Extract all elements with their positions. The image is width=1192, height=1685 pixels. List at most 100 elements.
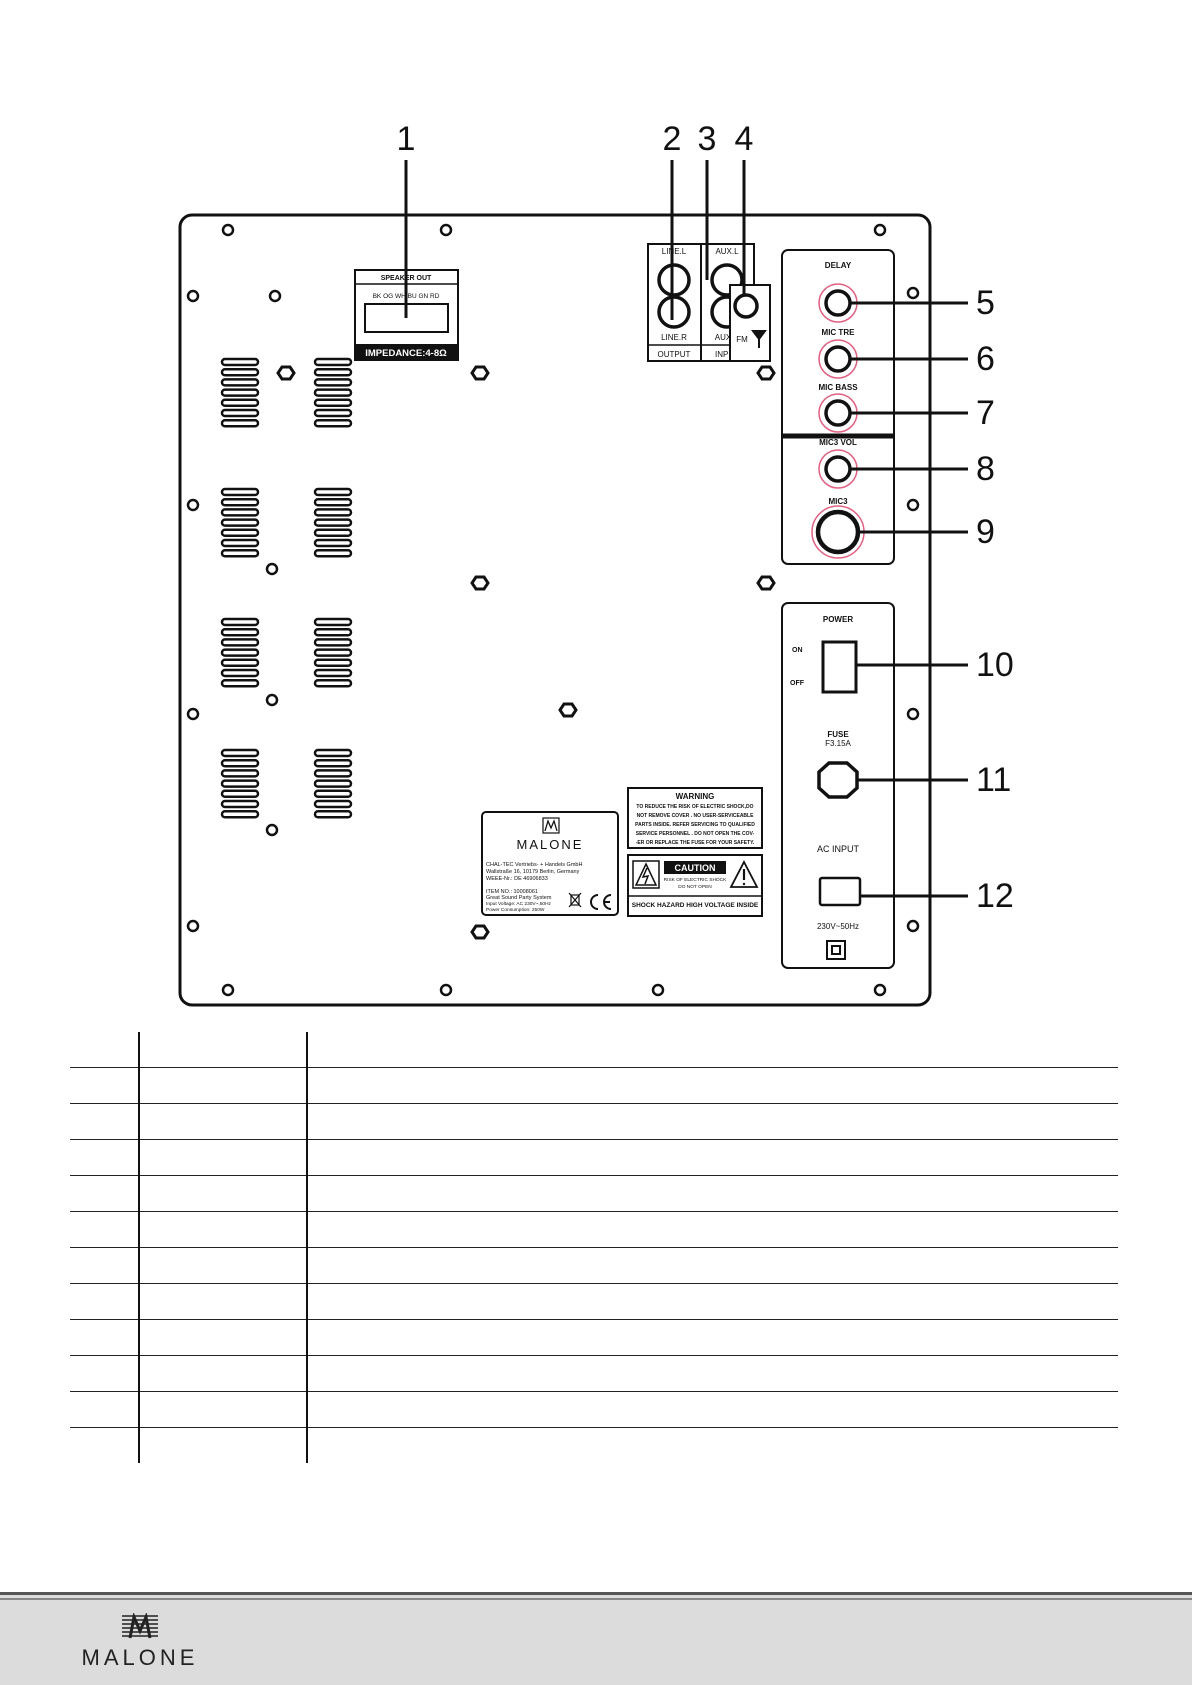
table-row bbox=[70, 1319, 1118, 1356]
caution-sub-2: DO NOT OPEN bbox=[678, 884, 712, 890]
table-cell bbox=[70, 1247, 139, 1284]
plate-brand: MALONE bbox=[517, 837, 584, 852]
callout-1: 1 bbox=[397, 120, 416, 158]
mic-control-panel: DELAY MIC TRE MIC BASS MIC3 VOL MIC3 bbox=[781, 249, 895, 565]
vent-slot bbox=[313, 408, 353, 418]
table-cell bbox=[70, 1175, 139, 1212]
line-l-label: LINE.L bbox=[662, 247, 687, 256]
power-off-label: OFF bbox=[790, 680, 805, 687]
vent-slot bbox=[313, 528, 353, 538]
vent-slot bbox=[313, 508, 353, 517]
table-cell bbox=[138, 1211, 307, 1248]
table-cell bbox=[306, 1211, 1118, 1248]
rating-label-plate: MALONE CHAL-TEC Vertriebs- + Handels Gmb… bbox=[481, 811, 619, 916]
fuse-rating-label: F3.15A bbox=[825, 739, 851, 748]
vent-slot bbox=[220, 789, 260, 799]
vent-slot bbox=[220, 617, 260, 627]
table-cell bbox=[138, 1319, 307, 1356]
vent-slot bbox=[313, 388, 353, 397]
vent-slot bbox=[220, 398, 260, 408]
hex-bolt-icon bbox=[756, 365, 776, 381]
table-cell bbox=[306, 1391, 1118, 1428]
vent-slot bbox=[313, 497, 353, 507]
vent-slot bbox=[313, 799, 353, 809]
warning-line-1: TO REDUCE THE RISK OF ELECTRIC SHOCK,DO bbox=[636, 804, 753, 810]
voltage-label: 230V~50Hz bbox=[817, 922, 859, 931]
mic-tre-label: MIC TRE bbox=[822, 328, 856, 337]
hex-bolt-icon bbox=[470, 575, 490, 591]
vent-slot bbox=[313, 487, 353, 497]
callout-3: 3 bbox=[698, 120, 717, 158]
table-cell bbox=[306, 1139, 1118, 1176]
hex-bolt-icon bbox=[558, 702, 578, 718]
table-cell bbox=[138, 1391, 307, 1428]
impedance-label: IMPEDANCE:4-8Ω bbox=[365, 348, 447, 359]
table-row bbox=[70, 1139, 1118, 1176]
warning-line-2: NOT REMOVE COVER . NO USER-SERVICEABLE bbox=[637, 813, 755, 819]
hex-bolt-icon bbox=[756, 575, 776, 591]
line-r-jack bbox=[657, 295, 691, 329]
table-cell bbox=[138, 1032, 307, 1068]
table-row bbox=[70, 1247, 1118, 1284]
ventilation-slots bbox=[220, 357, 353, 819]
table-cell bbox=[70, 1032, 139, 1068]
screw-hole-icon bbox=[906, 498, 920, 512]
warning-line-3: PARTS INSIDE. REFER SERVICING TO QUALIFI… bbox=[635, 822, 755, 828]
table-row bbox=[70, 1103, 1118, 1140]
screw-hole-icon bbox=[906, 707, 920, 721]
weee-bin-icon bbox=[568, 892, 582, 908]
vent-slot bbox=[313, 548, 353, 558]
vent-slot bbox=[313, 398, 353, 408]
table-cell bbox=[306, 1247, 1118, 1284]
warning-line-4: SERVICE PERSONNEL . DO NOT OPEN THE COV- bbox=[636, 831, 755, 837]
vent-slot bbox=[220, 627, 260, 637]
table-cell bbox=[70, 1319, 139, 1356]
table-cell bbox=[70, 1103, 139, 1140]
ac-input-socket bbox=[818, 876, 862, 907]
power-label: POWER bbox=[823, 615, 853, 624]
vent-slot bbox=[220, 638, 260, 647]
table-cell bbox=[138, 1283, 307, 1320]
callout-2: 2 bbox=[663, 120, 682, 158]
vent-slot bbox=[313, 758, 353, 768]
screw-hole-icon bbox=[221, 983, 235, 997]
mic3-label: MIC3 bbox=[828, 497, 848, 506]
callout-6: 6 bbox=[976, 340, 995, 378]
page-footer: MALONE bbox=[0, 1592, 1192, 1685]
table-cell bbox=[70, 1139, 139, 1176]
hex-bolt-icon bbox=[276, 365, 296, 381]
vent-slot bbox=[220, 678, 260, 688]
table-cell bbox=[70, 1283, 139, 1320]
footer-logo: MALONE bbox=[70, 1613, 210, 1671]
exclamation-warning-icon bbox=[729, 860, 759, 888]
mic-bass-knob bbox=[824, 399, 852, 427]
vent-slot bbox=[220, 367, 260, 377]
screw-hole-icon bbox=[873, 223, 887, 237]
fuse-label: FUSE bbox=[827, 730, 849, 739]
vent-slot bbox=[220, 357, 260, 367]
callout-numbers: 1 2 3 4 5 6 7 8 9 10 11 12 bbox=[397, 120, 1014, 915]
hex-bolt-icon bbox=[470, 365, 490, 381]
vent-slot bbox=[313, 658, 353, 668]
table-row bbox=[70, 1175, 1118, 1212]
warning-label: WARNING TO REDUCE THE RISK OF ELECTRIC S… bbox=[627, 787, 763, 849]
line-l-jack bbox=[657, 263, 691, 297]
vent-slot bbox=[220, 758, 260, 768]
malone-logo-icon bbox=[122, 1613, 158, 1639]
table-cell bbox=[138, 1175, 307, 1212]
ac-input-label: AC INPUT bbox=[817, 844, 860, 854]
vent-slot bbox=[220, 497, 260, 507]
plate-power: Power Consumption: 250W bbox=[486, 907, 545, 913]
vent-slot bbox=[220, 668, 260, 678]
vent-slot bbox=[220, 548, 260, 558]
vent-slot bbox=[220, 388, 260, 397]
table-cell bbox=[306, 1103, 1118, 1140]
caution-title: CAUTION bbox=[675, 863, 716, 873]
table-cell bbox=[138, 1355, 307, 1392]
table-cell bbox=[70, 1067, 139, 1104]
vent-slot bbox=[220, 769, 260, 778]
vent-slot bbox=[313, 518, 353, 527]
screw-hole-icon bbox=[265, 823, 279, 837]
plate-product: Great Sound Party System bbox=[486, 895, 552, 901]
plate-address: Wallstraße 16, 10179 Berlin, Germany bbox=[486, 869, 580, 875]
